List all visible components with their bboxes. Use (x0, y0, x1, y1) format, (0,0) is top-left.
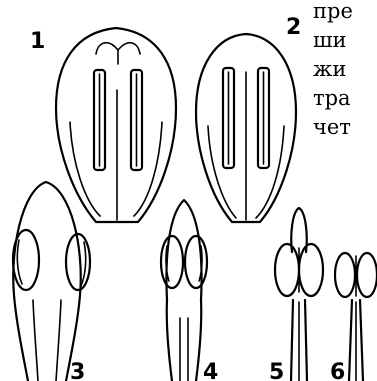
figure-label-6: 6 (330, 360, 345, 381)
figure-label-3: 3 (70, 360, 85, 381)
figure-label-4: 4 (203, 360, 218, 381)
figure-label-5: 5 (269, 360, 284, 381)
stamen-1 (56, 28, 176, 222)
stamen-5 (275, 208, 323, 381)
stamen-3 (13, 182, 90, 381)
side-text-line-2: ши (313, 28, 347, 52)
figure-label-2: 2 (286, 15, 301, 40)
side-text-line-1: пре (313, 0, 353, 23)
side-text-line-5: чет (313, 115, 351, 139)
side-text-line-4: тра (313, 86, 351, 110)
figure-label-1: 1 (30, 29, 45, 54)
side-text-line-3: жи (313, 57, 346, 81)
stamen-4 (161, 200, 207, 381)
stamen-2 (196, 34, 296, 222)
